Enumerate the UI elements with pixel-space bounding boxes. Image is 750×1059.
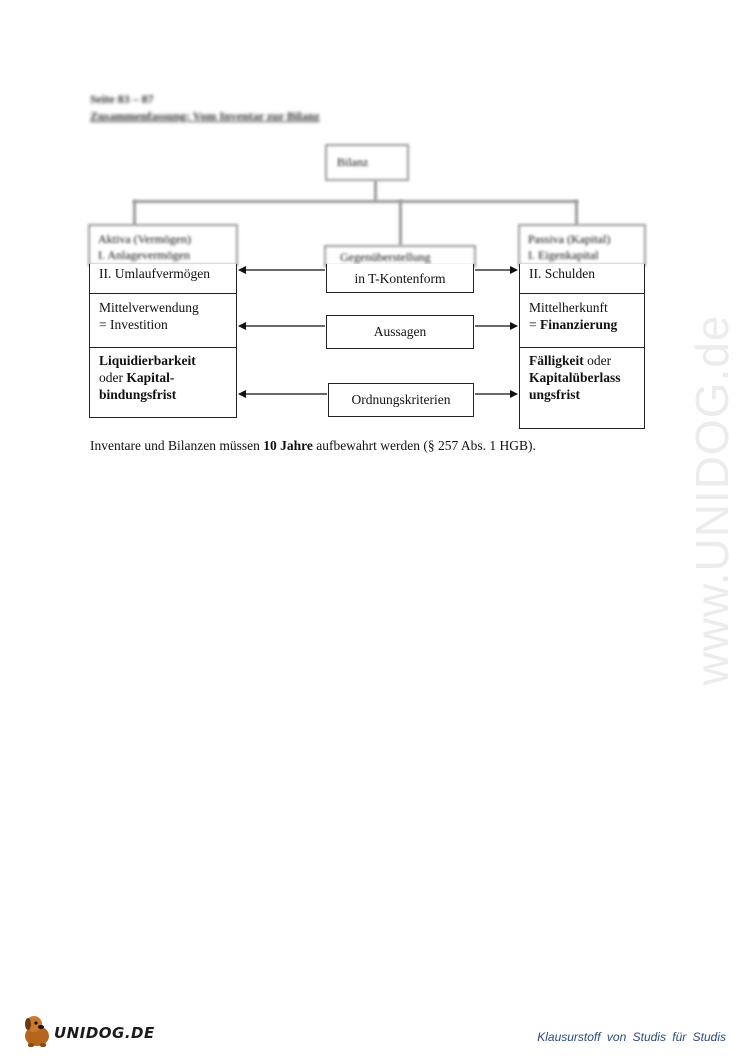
liabilities-source-cell: Mittelherkunft = Finanzierung — [520, 293, 644, 347]
liabilities-criteria-cell: Fälligkeit oder Kapitalüberlass ungsfris… — [520, 347, 644, 429]
tree-stem — [374, 180, 377, 201]
liabilities-source-label: Mittelherkunft — [529, 300, 608, 315]
ordering-criteria-label: Ordnungskriterien — [351, 392, 451, 407]
liabilities-source-financing: Finanzierung — [540, 317, 618, 332]
unidog-watermark: www.UNIDOG.de — [686, 314, 738, 686]
liabilities-criteria-period: ungsfrist — [529, 387, 581, 402]
assets-use-cell: Mittelverwendung = Investition — [90, 293, 236, 347]
assets-item-current: II. Umlaufvermögen — [99, 266, 210, 281]
comparison-line2: in T-Kontenform — [354, 271, 446, 286]
liabilities-criteria-capital: Kapitalüberlass — [529, 370, 621, 385]
assets-title: Aktiva (Vermögen) — [98, 232, 191, 246]
balance-root-label: Bilanz — [337, 155, 369, 169]
statements-box: Aussagen — [326, 315, 474, 349]
statements-label: Aussagen — [373, 324, 427, 339]
assets-item-fixed: I. Anlagevermögen — [98, 248, 190, 262]
ordering-criteria-box: Ordnungskriterien — [328, 383, 474, 417]
retention-note-end: aufbewahrt werden (§ 257 Abs. 1 HGB). — [312, 438, 536, 453]
tree-bar — [133, 200, 578, 203]
assets-criteria-capital: Kapital- — [126, 370, 175, 385]
comparison-box: in T-Kontenform — [326, 264, 474, 293]
unidog-logo-text: UNIDOG.DE — [54, 1024, 155, 1042]
liabilities-criteria-or: oder — [583, 353, 612, 368]
liabilities-item-debt: II. Schulden — [529, 266, 595, 281]
liabilities-criteria-maturity: Fälligkeit — [529, 353, 584, 368]
assets-title-box: Aktiva (Vermögen) I. Anlagevermögen — [88, 224, 238, 266]
liabilities-source-eq: = — [529, 317, 540, 332]
tree-branch-right — [575, 200, 578, 226]
page-header-pages: Seite 83 – 87 — [90, 92, 154, 106]
liabilities-item-equity: I. Eigenkapital — [528, 248, 599, 262]
assets-criteria-liquidity: Liquidierbarkeit — [99, 353, 196, 368]
footer-slogan: Klausurstoff von Studis für Studis — [537, 1030, 726, 1044]
assets-criteria-or: oder — [99, 370, 127, 385]
tree-branch-left — [133, 200, 136, 226]
unidog-logo[interactable]: UNIDOG.DE — [20, 1010, 160, 1050]
liabilities-title-box: Passiva (Kapital) I. Eigenkapital — [518, 224, 646, 266]
page-header-title: Zusammenfassung: Vom Inventar zur Bilanz — [90, 109, 320, 123]
assets-criteria-cell: Liquidierbarkeit oder Kapital- bindungsf… — [90, 347, 236, 418]
comparison-line1: Gegenüberstellung — [340, 250, 431, 264]
assets-use-label: Mittelverwendung — [99, 300, 199, 315]
assets-use-detail: = Investition — [99, 317, 168, 332]
tree-branch-middle — [399, 200, 402, 246]
liabilities-debt-cell: II. Schulden — [520, 264, 644, 293]
liabilities-title: Passiva (Kapital) — [528, 232, 611, 246]
retention-note-start: Inventare und Bilanzen müssen — [90, 438, 264, 453]
balance-root-box: Bilanz — [325, 144, 409, 181]
retention-note: Inventare und Bilanzen müssen 10 Jahre a… — [90, 438, 536, 454]
assets-current-cell: II. Umlaufvermögen — [90, 264, 236, 293]
assets-criteria-binding: bindungsfrist — [99, 387, 177, 402]
assets-column: II. Umlaufvermögen Mittelverwendung = In… — [89, 264, 237, 418]
retention-note-years: 10 Jahre — [263, 438, 313, 453]
liabilities-column: II. Schulden Mittelherkunft = Finanzieru… — [519, 264, 645, 429]
dog-mascot-icon — [25, 1016, 49, 1047]
